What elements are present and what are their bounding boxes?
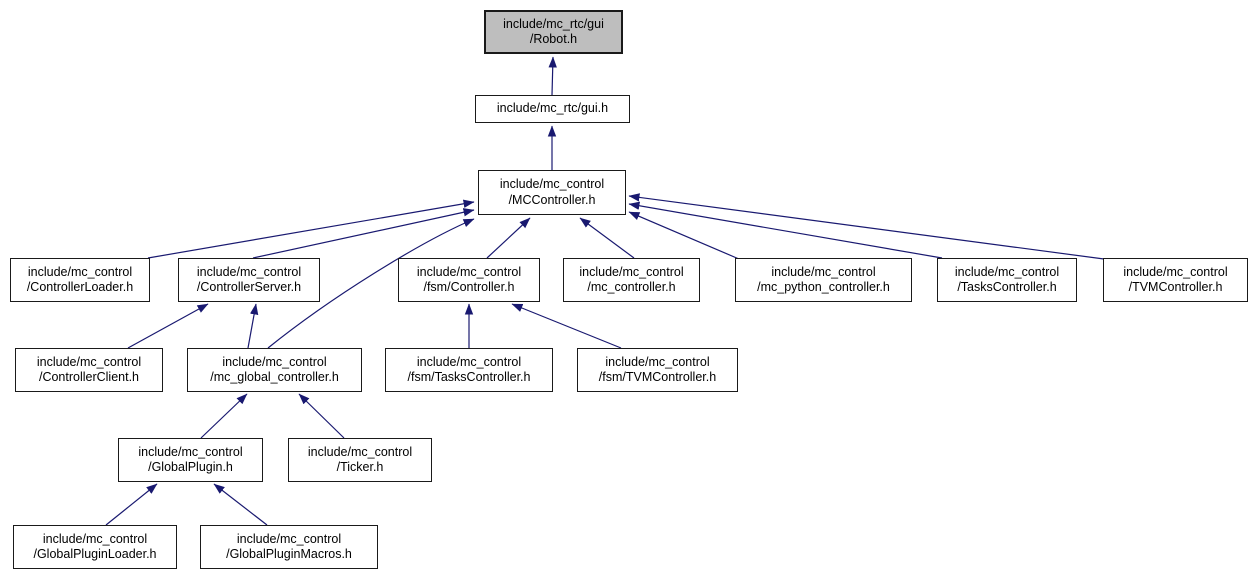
node-label-line1: include/mc_control [416, 264, 522, 279]
node-label-line1: include/mc_control [1123, 264, 1228, 279]
node-controller-server-h[interactable]: include/mc_control /ControllerServer.h [178, 258, 320, 302]
node-label-line1: include/mc_control [138, 444, 243, 459]
node-fsm-tasks-controller-h[interactable]: include/mc_control /fsm/TasksController.… [385, 348, 553, 392]
node-label-line2: /mc_python_controller.h [757, 280, 890, 294]
node-global-plugin-h[interactable]: include/mc_control /GlobalPlugin.h [118, 438, 263, 482]
node-label-line1: include/mc_control [42, 531, 148, 546]
node-global-plugin-loader-h[interactable]: include/mc_control /GlobalPluginLoader.h [13, 525, 177, 569]
node-mc-python-controller-h[interactable]: include/mc_control /mc_python_controller… [735, 258, 912, 302]
node-label-line2: /Robot.h [529, 32, 578, 46]
node-label-line1: include/mc_control [579, 264, 684, 279]
node-label-line2: /TVMController.h [1128, 280, 1223, 294]
node-label-line1: include/mc_control [36, 354, 142, 369]
node-tvm-controller-h[interactable]: include/mc_control /TVMController.h [1103, 258, 1248, 302]
node-label-line2: /mc_controller.h [587, 280, 676, 294]
node-label-line1: include/mc_control [27, 264, 133, 279]
node-label-line1: include/mc_control [605, 354, 710, 369]
node-robot-h: include/mc_rtc/gui /Robot.h [484, 10, 623, 54]
node-global-plugin-macros-h[interactable]: include/mc_control /GlobalPluginMacros.h [200, 525, 378, 569]
node-label-line1: include/mc_control [416, 354, 522, 369]
node-label-line2: /Ticker.h [336, 460, 384, 474]
node-label-line2: /fsm/Controller.h [423, 280, 515, 294]
node-label-line1: include/mc_rtc/gui [503, 16, 604, 31]
node-label-line2: /ControllerServer.h [196, 280, 302, 294]
node-label-line2: /mc_global_controller.h [210, 370, 339, 384]
node-label-line1: include/mc_control [222, 354, 327, 369]
node-fsm-controller-h[interactable]: include/mc_control /fsm/Controller.h [398, 258, 540, 302]
node-mc-controller-h[interactable]: include/mc_control /mc_controller.h [563, 258, 700, 302]
node-gui-h[interactable]: include/mc_rtc/gui.h [475, 95, 630, 123]
node-label-line2: /GlobalPluginMacros.h [226, 547, 352, 561]
node-label-line2: /TasksController.h [957, 280, 1057, 294]
node-label-line1: include/mc_control [499, 177, 605, 192]
node-fsm-tvm-controller-h[interactable]: include/mc_control /fsm/TVMController.h [577, 348, 738, 392]
node-label-line1: include/mc_control [771, 264, 876, 279]
node-label-line2: /ControllerClient.h [38, 370, 140, 384]
node-label-line2: /ControllerLoader.h [26, 280, 134, 294]
node-controller-client-h[interactable]: include/mc_control /ControllerClient.h [15, 348, 163, 392]
node-mccontroller-h[interactable]: include/mc_control /MCController.h [478, 170, 626, 215]
node-label-line2: /MCController.h [508, 192, 596, 207]
node-label-line1: include/mc_control [236, 531, 342, 546]
node-label-line2: /fsm/TVMController.h [598, 370, 717, 384]
node-label-line2: /GlobalPlugin.h [148, 460, 233, 474]
node-controller-loader-h[interactable]: include/mc_control /ControllerLoader.h [10, 258, 150, 302]
node-label-line1: include/mc_control [307, 444, 413, 459]
node-label-line1: include/mc_rtc/gui.h [496, 101, 609, 116]
node-ticker-h[interactable]: include/mc_control /Ticker.h [288, 438, 432, 482]
node-tasks-controller-h[interactable]: include/mc_control /TasksController.h [937, 258, 1077, 302]
node-label-line2: /GlobalPluginLoader.h [33, 547, 157, 561]
node-label-line1: include/mc_control [196, 264, 302, 279]
node-mc-global-controller-h[interactable]: include/mc_control /mc_global_controller… [187, 348, 362, 392]
node-label-line1: include/mc_control [954, 264, 1060, 279]
node-label-line2: /fsm/TasksController.h [407, 370, 531, 384]
